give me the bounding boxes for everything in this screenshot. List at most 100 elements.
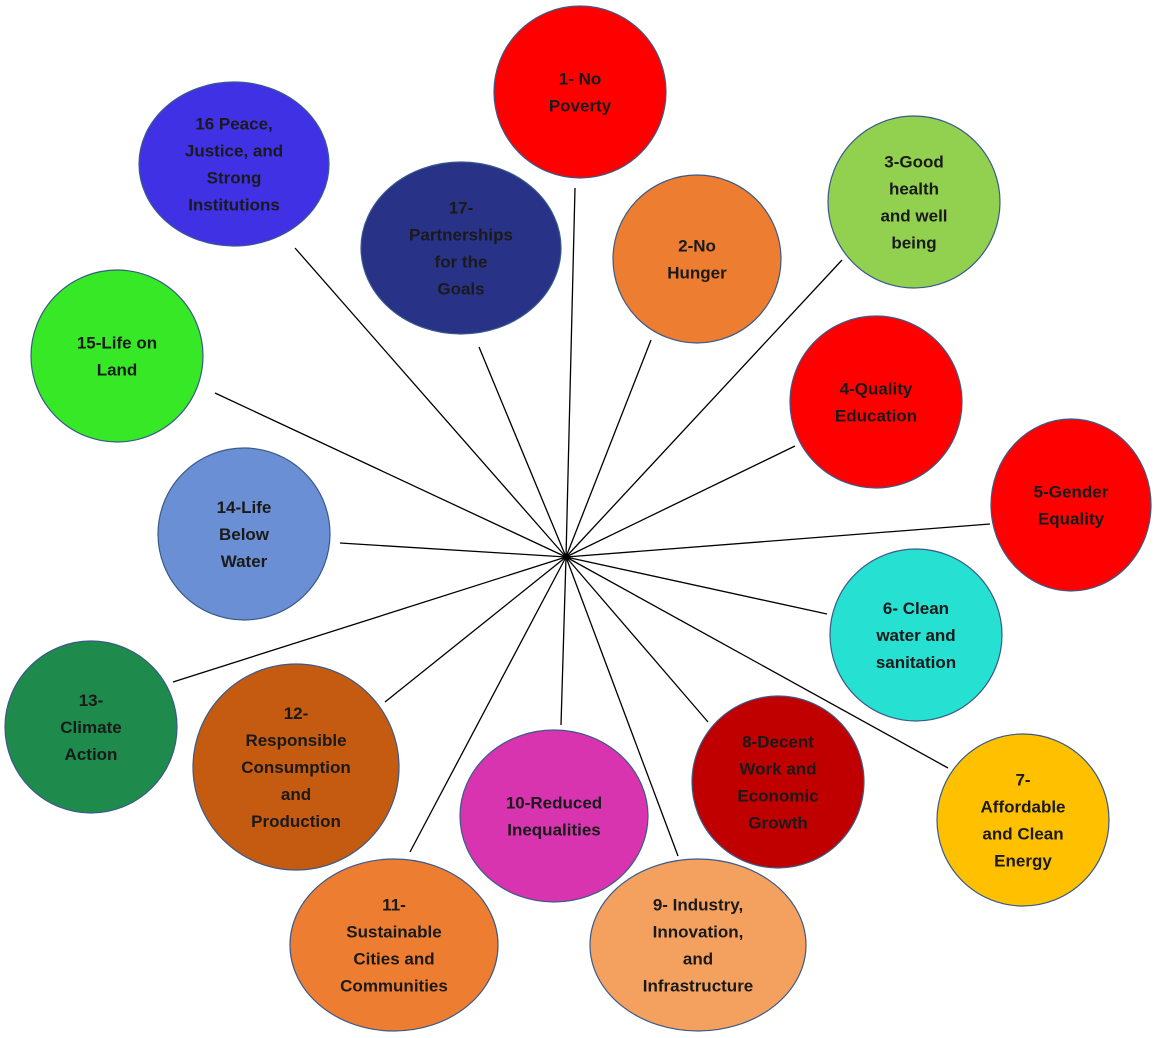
spoke-line-goal-3 — [565, 259, 843, 558]
goal-label-line: Strong — [207, 169, 262, 188]
goal-label-line: 14-Life — [217, 498, 272, 517]
goal-label-line: and — [683, 950, 713, 969]
goal-label-line: Cities and — [353, 950, 434, 969]
goal-label-line: 3-Good — [884, 153, 944, 172]
goal-label-line: Equality — [1038, 510, 1105, 529]
goal-label-line: Land — [97, 361, 138, 380]
goal-label-3: 3-Good health and well being — [880, 153, 947, 253]
goal-label-line: health — [889, 180, 939, 199]
goal-circle-5 — [990, 418, 1152, 592]
goal-label-line: Institutions — [188, 196, 280, 215]
goal-label-line: Economic — [737, 787, 818, 806]
goal-label-line: Affordable — [981, 798, 1066, 817]
goal-label-line: 17- — [449, 199, 474, 218]
goal-circle-14 — [157, 447, 331, 621]
goal-label-line: Poverty — [549, 97, 612, 116]
spoke-lines — [172, 187, 991, 857]
goal-circle-7 — [936, 733, 1110, 907]
goal-label-line: Education — [835, 407, 917, 426]
goal-label-line: Hunger — [667, 264, 727, 283]
goal-label-line: 6- Clean — [883, 599, 949, 618]
spoke-line-goal-7 — [565, 556, 949, 769]
goal-label-line: Climate — [60, 718, 121, 737]
goal-label-line: and well — [880, 207, 947, 226]
goal-label-line: Water — [221, 552, 268, 571]
goal-label-line: 13- — [79, 691, 104, 710]
goal-label-line: Energy — [994, 852, 1052, 871]
goal-label-line: 4-Quality — [840, 380, 913, 399]
goal-circle-11 — [289, 858, 499, 1032]
goal-label-line: 2-No — [678, 237, 716, 256]
goal-label-line: Action — [65, 745, 118, 764]
goal-label-line: 16 Peace, — [195, 115, 273, 134]
goal-label-line: being — [891, 234, 936, 253]
goal-label-1: 1- No Poverty — [549, 70, 612, 116]
goal-label-line: and Clean — [982, 825, 1063, 844]
goal-circle-17 — [360, 161, 562, 335]
goal-label-line: Partnerships — [409, 226, 513, 245]
goal-label-line: sanitation — [876, 653, 956, 672]
goal-label-line: and — [281, 785, 311, 804]
goal-label-line: Consumption — [241, 758, 351, 777]
goal-label-line: 8-Decent — [742, 733, 814, 752]
goal-circle-3 — [827, 115, 1001, 289]
spoke-line-goal-5 — [565, 523, 991, 558]
spoke-line-goal-1 — [565, 187, 576, 558]
goal-label-line: Production — [251, 812, 341, 831]
goal-circle-13 — [4, 640, 178, 814]
goal-circle-4 — [789, 315, 963, 489]
goal-label-line: Infrastructure — [643, 977, 754, 996]
goal-circle-6 — [829, 548, 1003, 722]
spoke-line-goal-16 — [294, 247, 567, 558]
spoke-line-goal-11 — [409, 556, 567, 853]
spoke-line-goal-15 — [214, 392, 567, 558]
goal-node-3: 3-Good health and well being — [827, 115, 1001, 289]
spoke-line-goal-8 — [565, 556, 709, 723]
goal-label-line: Inequalities — [507, 821, 601, 840]
goal-label-line: 10-Reduced — [506, 794, 602, 813]
goal-circle-2 — [612, 174, 782, 344]
spoke-line-goal-17 — [478, 346, 567, 558]
goal-node-6: 6- Clean water and sanitation — [829, 548, 1003, 722]
goal-label-line: Sustainable — [346, 923, 441, 942]
goal-label-line: 1- No — [559, 70, 602, 89]
goal-label-line: water and — [875, 626, 955, 645]
spoke-line-goal-12 — [384, 556, 567, 703]
spoke-line-goal-4 — [565, 445, 796, 558]
goal-label-line: Responsible — [245, 731, 346, 750]
goal-label-line: 9- Industry, — [653, 896, 743, 915]
goal-label-line: Growth — [748, 814, 808, 833]
spoke-line-goal-9 — [565, 556, 679, 857]
goal-label-line: Work and — [739, 760, 816, 779]
goal-circle-9 — [589, 858, 807, 1032]
spoke-line-goal-6 — [565, 556, 828, 615]
spoke-line-goal-10 — [560, 556, 567, 726]
goal-label-line: 7- — [1015, 771, 1030, 790]
goal-label-line: Justice, and — [185, 142, 283, 161]
goal-label-line: 12- — [284, 704, 309, 723]
goal-node-1: 1- No Poverty — [493, 5, 667, 179]
goal-label-line: Innovation, — [653, 923, 744, 942]
